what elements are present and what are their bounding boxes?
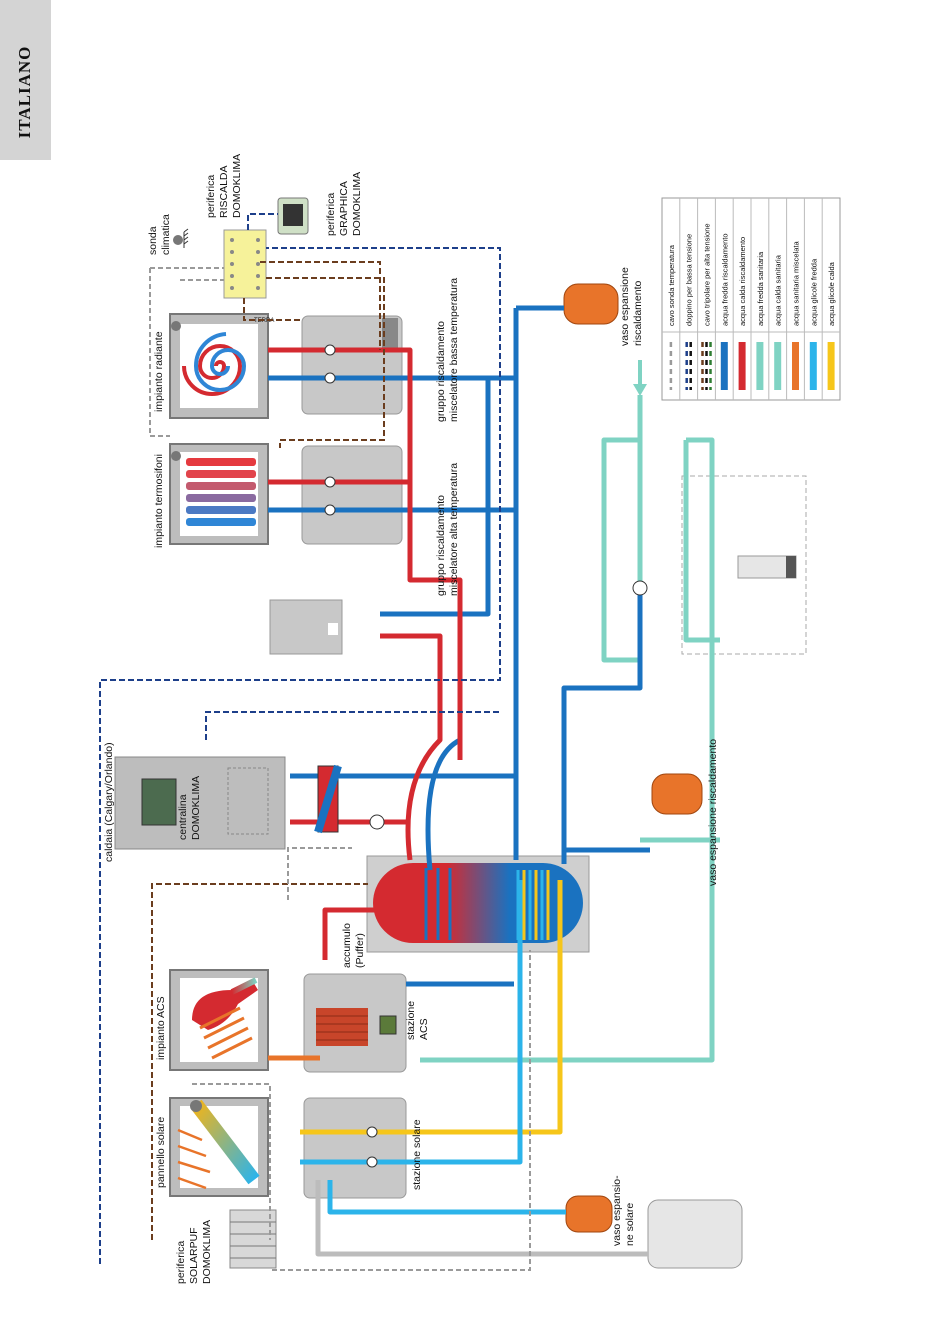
legend-item: doppino per bassa tensione bbox=[679, 198, 694, 400]
legend-label: acqua calda sanitaria bbox=[774, 254, 783, 326]
solar-expansion-vessel bbox=[565, 1195, 613, 1233]
legend-item: cavo tripolare per alta tensione bbox=[697, 198, 712, 400]
legend-label: acqua fredda sanitaria bbox=[756, 251, 765, 326]
radiator-system-label: impianto termosifoni bbox=[153, 454, 165, 548]
riscalda-label: periferica RISCALDA DOMOKLIMA bbox=[205, 154, 243, 218]
centralina-label: centralina DOMOKLIMA bbox=[177, 776, 202, 840]
solar-panel bbox=[169, 1097, 269, 1197]
boiler bbox=[114, 756, 286, 850]
dhw-system-label: impianto ACS bbox=[155, 996, 167, 1060]
puffer-tank bbox=[366, 855, 590, 953]
legend-label: acqua calda riscaldamento bbox=[738, 237, 747, 326]
outdoor-probe-label: sonda climatica bbox=[147, 214, 172, 255]
heating-expansion-vessel-right bbox=[651, 773, 703, 815]
radiant-system bbox=[169, 313, 269, 419]
dhw-system bbox=[169, 969, 269, 1071]
legend-label: cavo tripolare per alta tensione bbox=[703, 223, 712, 326]
legend-label: acqua glicole fredda bbox=[809, 258, 818, 326]
cables bbox=[99, 213, 531, 1271]
legend: cavo sonda temperatura doppino per bassa … bbox=[661, 197, 841, 401]
legend-label: doppino per bassa tensione bbox=[685, 234, 694, 326]
boiler-label: caldaia (Calgary/Orlando) bbox=[103, 742, 115, 862]
solarpuf-label: periferica SOLARPUF DOMOKLIMA bbox=[175, 1220, 213, 1284]
heating-expansion-vessel-top bbox=[563, 283, 619, 325]
expansion-vessel-top-label: vaso espansione riscaldamento bbox=[619, 264, 644, 346]
dhw-station-label: stazione ACS bbox=[405, 998, 430, 1040]
solar-storage-tank bbox=[647, 1199, 743, 1269]
puffer-label: accumulo (Puffer) bbox=[341, 920, 366, 968]
legend-item: acqua fredda riscaldamento bbox=[714, 198, 729, 400]
legend-label: acqua sanitaria miscelata bbox=[792, 241, 801, 326]
valves bbox=[314, 344, 648, 1168]
legend-item: acqua glicole calda bbox=[821, 198, 836, 400]
solarpuf-controller bbox=[229, 1209, 277, 1269]
legend-label: acqua fredda riscaldamento bbox=[720, 233, 729, 326]
legend-item: acqua fredda sanitaria bbox=[750, 198, 765, 400]
outdoor-probe bbox=[173, 228, 189, 248]
radiant-system-label: impianto radiante bbox=[153, 331, 165, 412]
solar-vessel-label: vaso espansio- ne solare bbox=[611, 1172, 636, 1246]
legend-item: acqua glicole fredda bbox=[803, 198, 818, 400]
low-temp-group-label: gruppo riscaldamento miscelatore bassa t… bbox=[435, 278, 460, 422]
high-temp-group-label: gruppo riscaldamento miscelatore alta te… bbox=[435, 463, 460, 596]
dhw-station bbox=[303, 973, 407, 1073]
legend-label: acqua glicole calda bbox=[827, 261, 836, 326]
terra-label: TERRA bbox=[254, 318, 274, 324]
legend-item: acqua sanitaria miscelata bbox=[786, 198, 801, 400]
graphica-display bbox=[277, 197, 309, 235]
radiator-system bbox=[169, 443, 269, 545]
pipes bbox=[268, 305, 720, 1257]
legend-item: acqua calda sanitaria bbox=[768, 198, 783, 400]
graphica-label: periferica GRAPHICA DOMOKLIMA bbox=[325, 172, 363, 236]
expansion-vessel-right-label: vaso espansione riscaldamento bbox=[707, 739, 719, 886]
riscalda-controller bbox=[223, 229, 267, 299]
solar-station-label: stazione solare bbox=[411, 1119, 423, 1190]
solar-station bbox=[303, 1097, 407, 1199]
legend-label: cavo sonda temperatura bbox=[667, 244, 676, 326]
low-temp-mixing-group bbox=[301, 315, 403, 415]
boiler-control-board bbox=[141, 778, 177, 826]
cold-water-group bbox=[681, 475, 807, 655]
legend-item: acqua calda riscaldamento bbox=[732, 198, 747, 400]
high-temp-mixing-group bbox=[301, 445, 403, 545]
language-tab: ITALIANO bbox=[0, 0, 51, 160]
solar-panel-label: pannello solare bbox=[155, 1117, 167, 1188]
